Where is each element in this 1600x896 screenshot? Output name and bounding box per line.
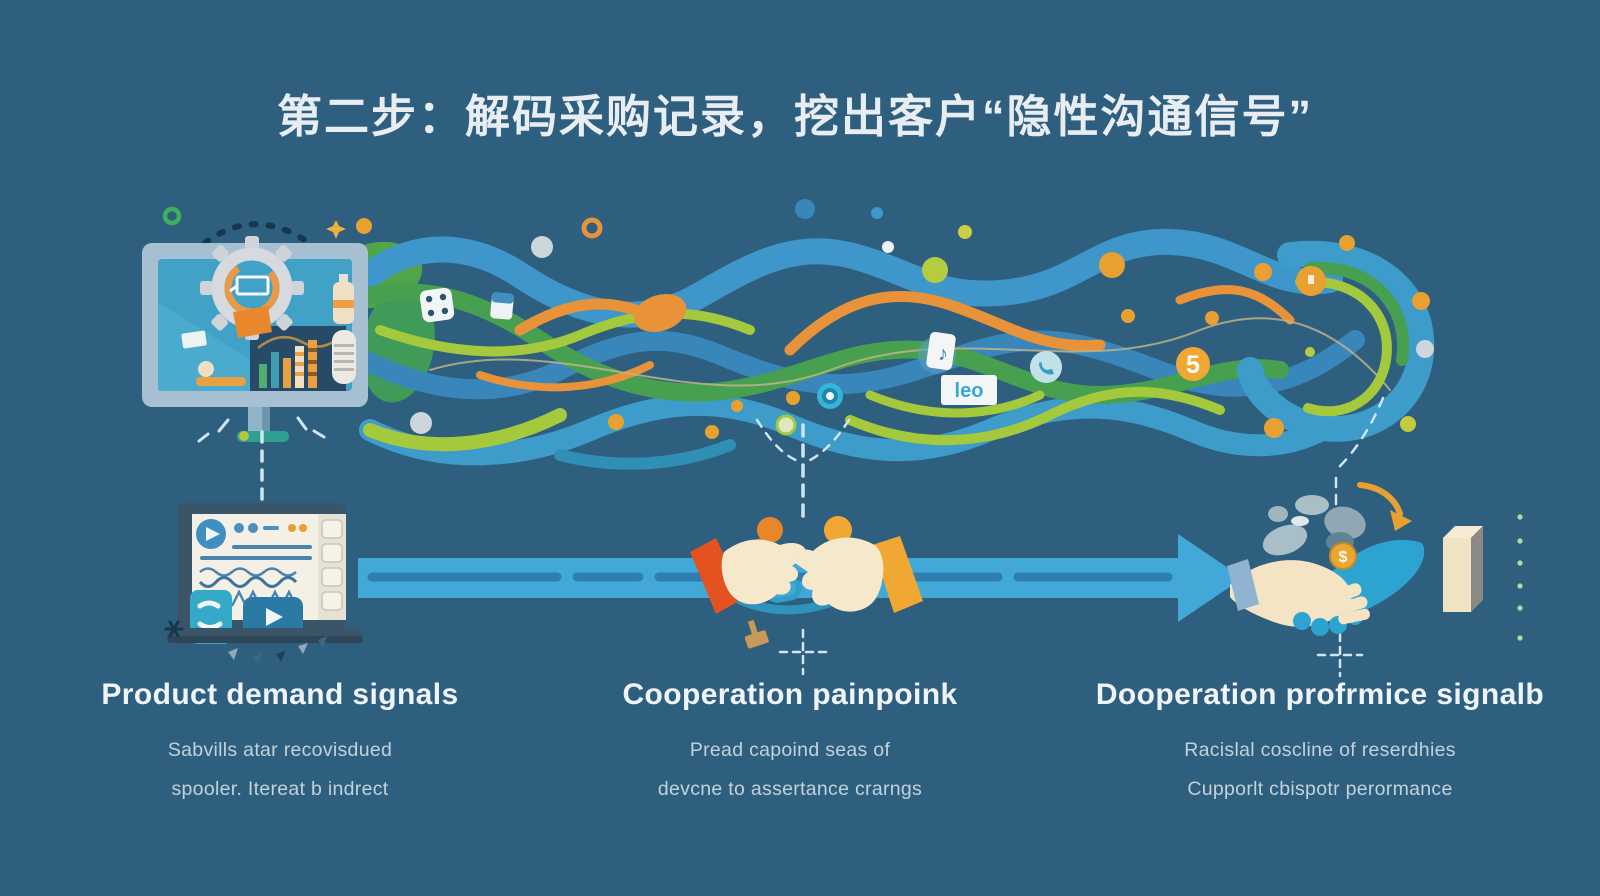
phone-icon (1030, 351, 1062, 383)
scatter-marks (228, 636, 327, 664)
column-heading: Dooperation profrmice signalb (1095, 678, 1545, 711)
asterisk-icon (164, 620, 184, 638)
data-stream-graphic: ♪ leo 5 (327, 199, 1435, 470)
leo-badge: leo (941, 375, 997, 405)
note-glyph: ♪ (938, 343, 948, 365)
column-subline: devcne to assertance crarngs (657, 777, 923, 800)
column-cooperation-performance-signals: Dooperation profrmice signalb Racislal c… (1075, 678, 1565, 808)
column-subline: Cupporlt cbispotr perormance (1187, 777, 1453, 800)
cuff-blue (1227, 559, 1259, 611)
crosshair-icon (1316, 632, 1364, 678)
pillar-graphic (1443, 526, 1483, 612)
green-ring-icon (162, 206, 182, 226)
flow-arrow (358, 534, 1243, 622)
five-badge-label: 5 (1186, 351, 1200, 379)
window-icon (490, 292, 514, 320)
column-subline: Pread capoind seas of (689, 739, 891, 761)
magnifier-icon (757, 517, 783, 543)
column-cooperation-painpoint: Cooperation painpoink Pread capoind seas… (550, 678, 1030, 808)
stamp-icon (744, 619, 769, 649)
column-subline: Racislal coscline of reserdhies (1184, 739, 1456, 761)
bottle-icon (332, 274, 356, 384)
curved-arrow-icon (1357, 482, 1403, 517)
cuff-right (872, 536, 923, 613)
dashed-connectors (260, 396, 1385, 678)
globe-icon (1262, 495, 1366, 556)
hand-left (721, 539, 807, 605)
column-subline: spooler. Itereat b indrect (171, 777, 389, 800)
crosshair-icon (778, 628, 828, 676)
laptop-graphic (164, 503, 363, 664)
five-badge: 5 (1176, 347, 1210, 381)
dot-column (1517, 514, 1523, 641)
column-heading: Product demand signals (101, 678, 459, 711)
column-subline: Sabvills atar recovisdued (167, 739, 393, 761)
leo-badge-label: leo (955, 380, 984, 402)
hand-cream (1230, 560, 1352, 627)
music-note-icon: ♪ (918, 332, 956, 374)
bar-chart-icon (259, 340, 317, 388)
column-product-demand-signals: Product demand signals Sabvills atar rec… (40, 678, 520, 808)
dice-icon (419, 287, 455, 323)
hand-right (793, 537, 884, 612)
column-heading: Cooperation painpoink (622, 678, 958, 711)
handshake-right-graphic: $ (1227, 482, 1425, 636)
coin-icon: $ (1329, 542, 1357, 570)
cuff-left (690, 538, 744, 614)
coin-glyph: $ (1339, 549, 1348, 566)
monitor-graphic (142, 206, 372, 443)
page-title: 第二步：解码采购记录，挖出客户“隐性沟通信号” (276, 91, 1313, 142)
handshake-center-graphic (690, 516, 923, 649)
sparkle-icon (326, 220, 346, 239)
